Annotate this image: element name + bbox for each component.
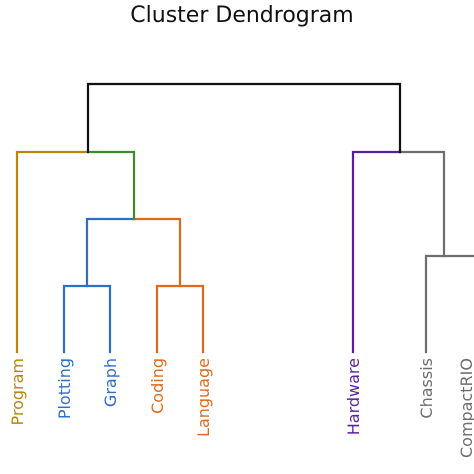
leaf-label-hardware: Hardware <box>344 358 363 435</box>
branch-program <box>15 150 90 354</box>
branch-hardware <box>351 150 402 354</box>
leaf-label-language: Language <box>194 358 213 437</box>
leaf-label-coding: Coding <box>148 358 167 414</box>
leaf-label-program: Program <box>8 358 27 426</box>
leaf-label-graph: Graph <box>101 358 120 407</box>
branch-green-link <box>86 150 136 221</box>
leaf-labels: Program Plotting Graph Coding Language H… <box>8 358 474 458</box>
branch-chassis-compactrio <box>424 254 474 354</box>
dendrogram-branches <box>15 82 474 354</box>
branch-root <box>86 82 402 154</box>
branch-plotting-graph <box>62 284 112 354</box>
leaf-label-plotting: Plotting <box>55 358 74 419</box>
branch-plotting-cluster-up <box>85 217 136 288</box>
leaf-label-chassis: Chassis <box>417 358 436 419</box>
branch-coding-cluster-up <box>132 217 182 288</box>
branch-gray-cluster-up <box>398 150 446 258</box>
branch-coding-language <box>155 284 205 354</box>
chart-title: Cluster Dendrogram <box>130 3 353 28</box>
leaf-label-compactrio: CompactRIO <box>457 358 474 458</box>
